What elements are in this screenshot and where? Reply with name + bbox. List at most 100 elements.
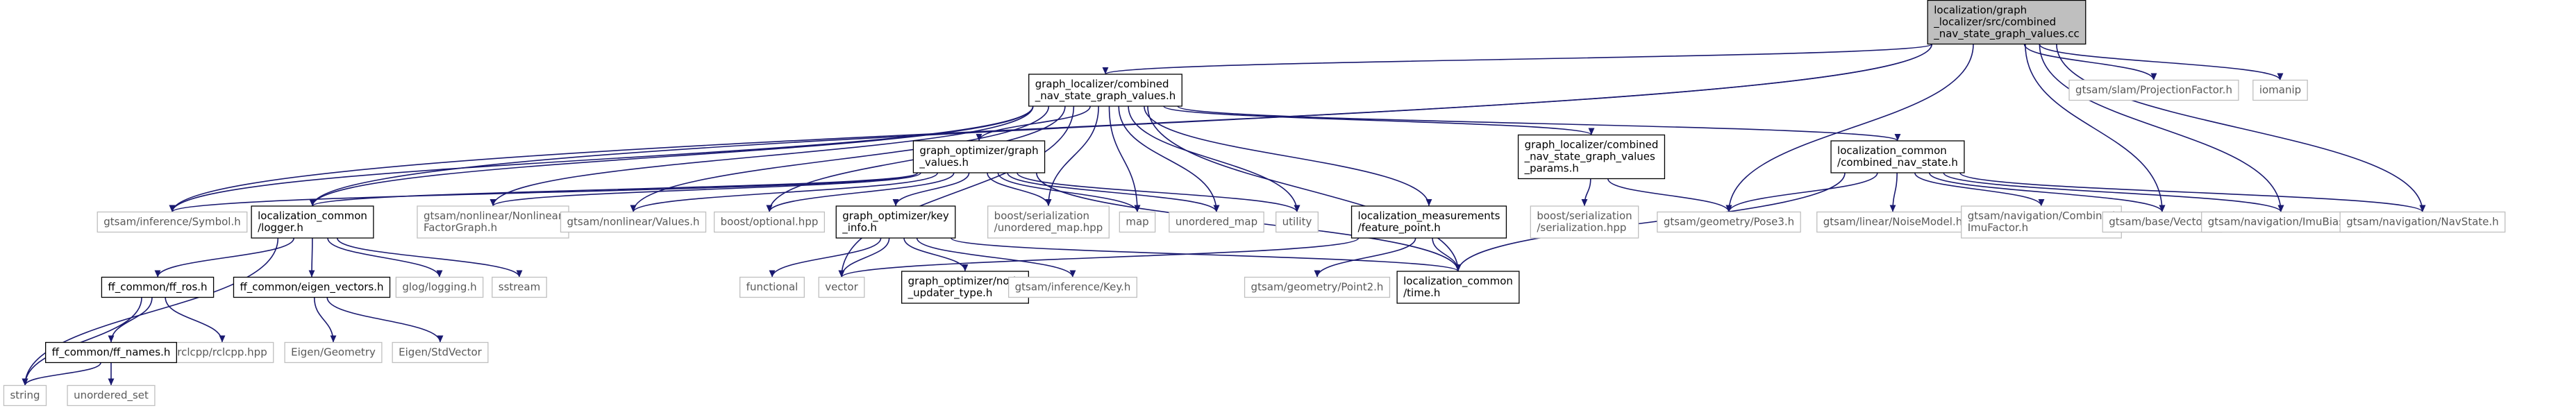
edge-params-to-pose3 — [1607, 178, 1732, 212]
node-label: localization_common — [258, 210, 367, 223]
edge-lccns-to-cimu — [1914, 172, 2045, 207]
edge-cnsgv-to-utility — [1128, 105, 1300, 212]
node-lccns[interactable]: localization_common/combined_nav_state.h — [1830, 140, 1965, 173]
edge-featpt-to-point2 — [1314, 237, 1416, 278]
node-optional: boost/optional.hpp — [713, 211, 826, 233]
node-label: gtsam/nonlinear/Nonlinear — [424, 210, 563, 222]
node-box — [251, 205, 374, 239]
node-box — [67, 384, 156, 407]
edge-cnsgv-to-featpt — [1144, 105, 1432, 207]
node-symbol: gtsam/inference/Symbol.h — [97, 211, 248, 233]
node-label: /time.h — [1403, 287, 1440, 299]
edge-ggvalues-to-gokey — [892, 172, 970, 207]
node-bser: boost/serialization/serialization.hpp — [1530, 205, 1639, 239]
node-box — [1816, 211, 1969, 233]
node-featpt[interactable]: localization_measurements/feature_point.… — [1350, 205, 1507, 239]
edge-ggvalues-to-umap — [1007, 172, 1220, 212]
node-label: /logger.h — [258, 221, 303, 234]
edge-logger-to-sstream — [336, 237, 523, 278]
node-ggvalues[interactable]: graph_optimizer/graph_values.h — [912, 140, 1046, 173]
edge-root-to-cnsgv — [1103, 43, 1933, 75]
node-box — [233, 276, 391, 298]
edge-cnsgv-to-params — [1163, 105, 1595, 136]
node-label: graph_optimizer/graph — [919, 144, 1038, 158]
node-box — [2252, 79, 2308, 101]
edge-gokey-to-infkey — [916, 237, 1076, 278]
node-box — [492, 276, 547, 298]
edge-gokey-to-functional — [769, 237, 882, 278]
edge-ggvalues-to-nlfg — [490, 172, 921, 207]
edge-cnsgv-to-map — [1108, 105, 1141, 212]
node-ffnames[interactable]: ff_common/ff_names.h — [45, 341, 177, 364]
node-box — [2339, 211, 2506, 233]
edge-root-to-vector — [2025, 44, 2166, 212]
node-params[interactable]: graph_localizer/combined_nav_state_graph… — [1517, 134, 1666, 180]
node-label: sstream — [499, 281, 540, 294]
node-infkey: gtsam/inference/Key.h — [1007, 276, 1138, 298]
node-label: _values.h — [919, 156, 969, 169]
node-eigstd: Eigen/StdVector — [392, 341, 489, 364]
node-pose3: gtsam/geometry/Pose3.h — [1657, 211, 1801, 233]
edge-cnsgv-to-symbol — [169, 105, 1034, 212]
node-box — [1657, 211, 1801, 233]
node-box — [739, 276, 805, 298]
node-gokey[interactable]: graph_optimizer/key_info.h — [835, 205, 956, 239]
node-label: _updater_type.h — [908, 287, 993, 300]
node-box — [1007, 276, 1138, 298]
node-ffros[interactable]: ff_common/ff_ros.h — [101, 276, 215, 298]
node-box — [912, 140, 1046, 173]
node-root[interactable]: localization/graph_localizer/src/combine… — [1927, 0, 2086, 45]
edge-lccns-to-vector — [1928, 172, 2166, 212]
node-label: rclcpp/rclcpp.hpp — [177, 346, 267, 359]
node-box — [2068, 79, 2239, 101]
edge-ffros-to-rclcpp — [165, 297, 226, 343]
node-box — [1028, 74, 1182, 107]
edge-ggvalues-to-optional — [766, 172, 955, 212]
node-box — [392, 341, 489, 364]
node-label: /serialization.hpp — [1537, 221, 1626, 234]
node-point2: gtsam/geometry/Point2.h — [1244, 276, 1391, 298]
node-logger[interactable]: localization_common/logger.h — [251, 205, 374, 239]
edge-logger-to-glog — [327, 237, 443, 278]
node-label: graph_optimizer/node — [908, 275, 1023, 288]
node-nodeupd[interactable]: graph_optimizer/node_updater_type.h — [901, 271, 1030, 304]
edge-logger-to-string — [22, 237, 279, 386]
node-box — [987, 205, 1110, 239]
node-box — [1396, 271, 1520, 304]
edge-cnsgv-to-nlfg — [490, 105, 1034, 207]
node-box — [395, 276, 484, 298]
edge-featpt-to-time — [1432, 237, 1462, 272]
edge-ggvalues-to-map — [997, 172, 1141, 212]
node-nlvalues: gtsam/nonlinear/Values.h — [560, 211, 707, 233]
edge-lccns-to-imubias — [1943, 172, 2284, 212]
edge-layer — [22, 43, 2426, 386]
node-eigvec[interactable]: ff_common/eigen_vectors.h — [233, 276, 391, 298]
edge-ggvalues-to-nlvalues — [630, 172, 939, 212]
node-label: gtsam/navigation/ImuBias.h — [2208, 216, 2355, 228]
node-box — [835, 205, 956, 239]
node-stdvector: vector — [818, 276, 865, 298]
edge-cnsgv-to-umap — [1118, 105, 1220, 212]
node-box — [818, 276, 865, 298]
edge-cnsgv-to-ggvalues — [976, 105, 1091, 142]
edge-cnsgv-to-stdvector — [838, 105, 1075, 278]
node-rclcpp: rclcpp/rclcpp.hpp — [170, 341, 274, 364]
edge-featpt-to-stdvector — [838, 237, 1360, 278]
edge-eigvec-to-eiggeo — [313, 297, 337, 343]
node-label: gtsam/geometry/Pose3.h — [1664, 216, 1794, 228]
node-label: functional — [746, 281, 798, 294]
node-cnsgv[interactable]: graph_localizer/combined_nav_state_graph… — [1028, 74, 1182, 107]
edge-cnsgv-to-logger — [309, 105, 1034, 207]
node-sstream: sstream — [492, 276, 547, 298]
node-imubias: gtsam/navigation/ImuBias.h — [2201, 211, 2361, 233]
node-label: ff_common/eigen_vectors.h — [240, 281, 383, 294]
node-time[interactable]: localization_common/time.h — [1396, 271, 1520, 304]
node-label: graph_optimizer/key — [842, 210, 949, 223]
edge-root-to-iomanip — [2039, 44, 2284, 80]
node-label: ff_common/ff_ros.h — [108, 281, 207, 294]
node-label: gtsam/inference/Key.h — [1015, 281, 1131, 294]
node-box — [1169, 211, 1264, 233]
edge-ggvalues-to-utility — [1017, 172, 1300, 212]
edge-root-to-pose3 — [1725, 44, 1974, 212]
